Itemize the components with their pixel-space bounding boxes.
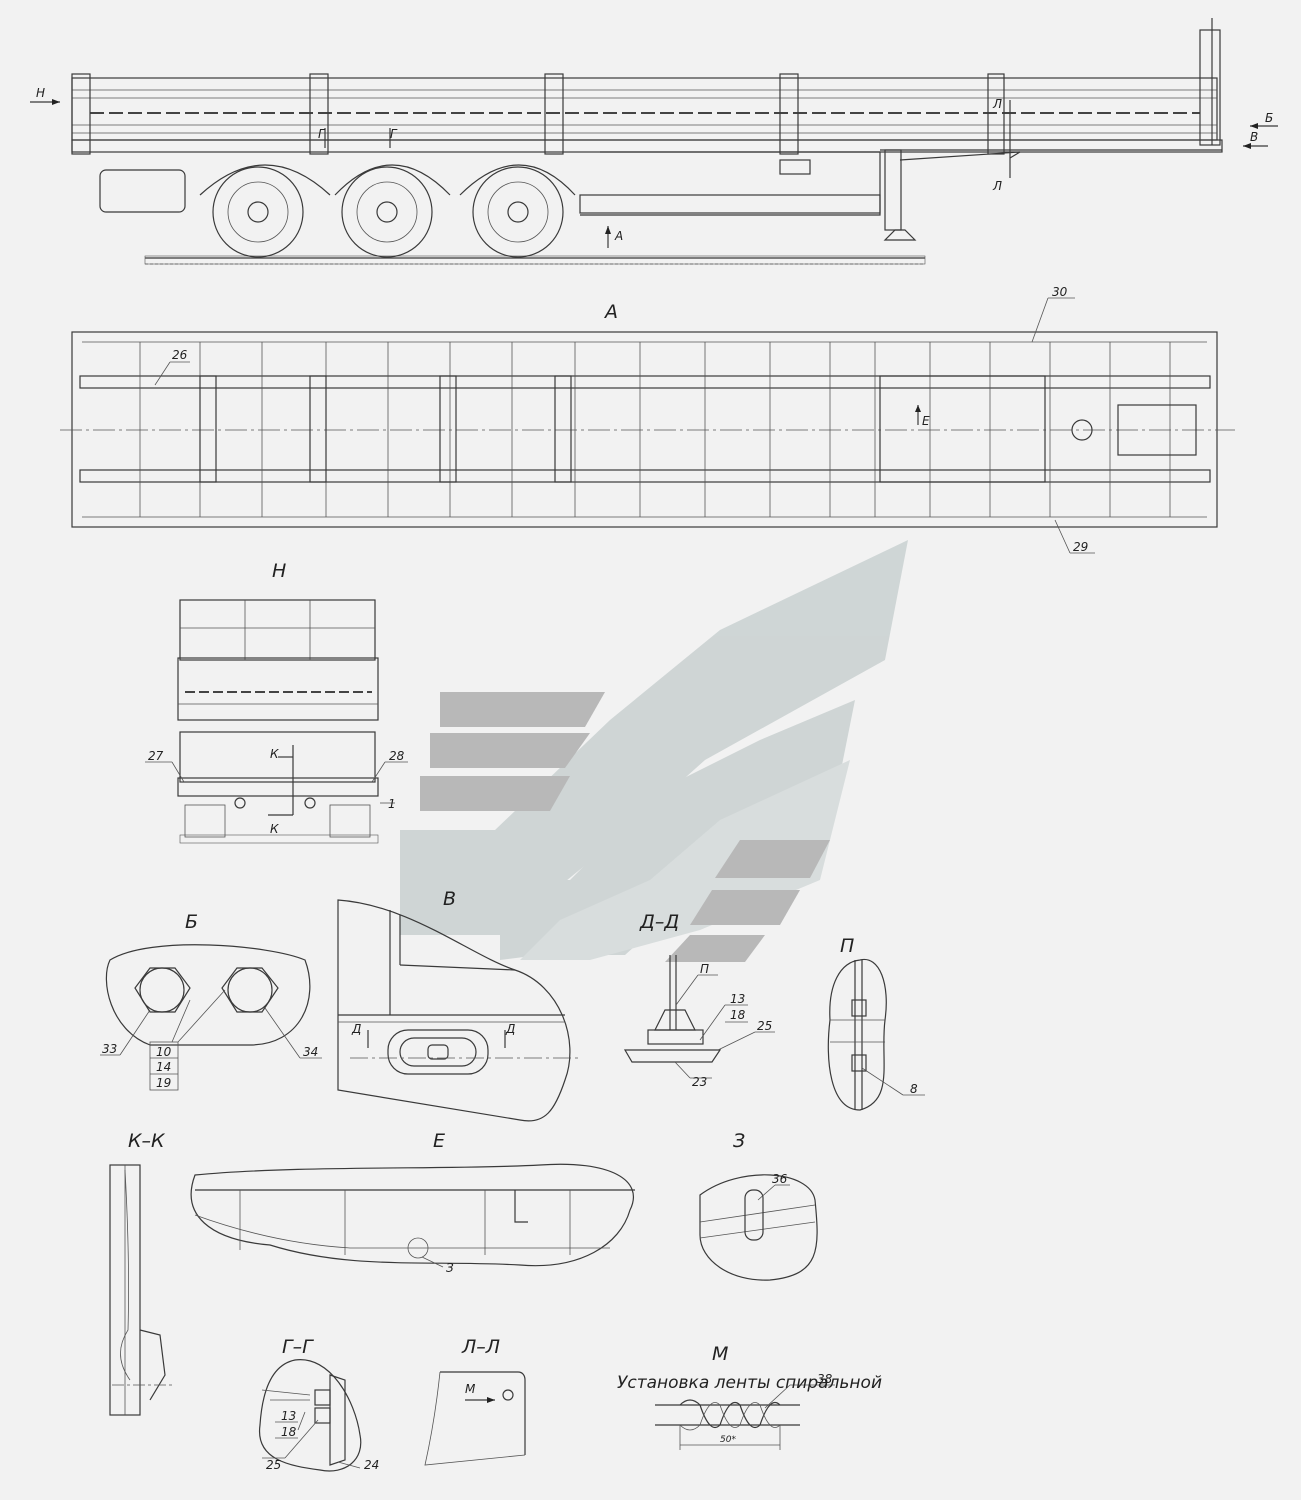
view-title-p: П: [840, 935, 854, 957]
view-z-detail: [699, 1174, 818, 1281]
marker-a: А: [614, 229, 623, 243]
wheel-1: [212, 166, 304, 258]
callout-25b: 25: [266, 1458, 281, 1472]
view-title-ll: Л–Л: [461, 1336, 500, 1358]
callout-18a: 18: [730, 1008, 746, 1022]
view-b-sockets: [100, 944, 322, 1091]
view-ll-section: [424, 1371, 526, 1466]
callout-13b: 13: [281, 1409, 296, 1423]
marker-l-1: Л: [992, 97, 1002, 111]
marker-d-1: Д: [351, 1022, 361, 1036]
view-dd-section: [623, 955, 775, 1079]
view-gg-section: [258, 1359, 362, 1472]
marker-m: М: [465, 1382, 476, 1396]
view-title-a: А: [603, 301, 618, 323]
callout-19: 19: [156, 1076, 171, 1090]
view-kk-section: [109, 1164, 172, 1416]
view-title-e: Е: [433, 1130, 445, 1152]
wheel-2: [341, 166, 433, 258]
callout-28: 28: [389, 749, 405, 763]
view-title-m: М: [712, 1343, 728, 1365]
view-title-kk: К–К: [128, 1130, 166, 1152]
marker-z: З: [446, 1261, 454, 1275]
marker-g-2: Г: [390, 127, 398, 141]
callout-18b: 18: [281, 1425, 297, 1439]
marker-p: П: [700, 962, 709, 976]
view-v-lamp: [337, 899, 580, 1122]
callout-25a: 25: [757, 1019, 772, 1033]
view-a-plan: [60, 297, 1235, 554]
marker-k-2: К: [270, 822, 279, 836]
view-title-gg: Г–Г: [282, 1336, 314, 1358]
side-view: [30, 18, 1278, 265]
marker-h: Н: [36, 86, 45, 100]
view-title-b: Б: [185, 911, 198, 933]
callout-27: 27: [148, 749, 164, 763]
view-m-spiral: [655, 1384, 835, 1450]
marker-k-1: К: [270, 747, 279, 761]
marker-e: Е: [922, 414, 930, 428]
callout-24: 24: [364, 1458, 379, 1472]
marker-g-1: Г: [318, 127, 326, 141]
callout-36: 36: [772, 1172, 788, 1186]
marker-v: В: [1250, 130, 1258, 144]
callout-26: 26: [172, 348, 188, 362]
callout-14: 14: [156, 1060, 171, 1074]
view-title-v: В: [443, 888, 456, 910]
callout-13a: 13: [730, 992, 745, 1006]
watermark-logo: [400, 540, 908, 962]
callout-34: 34: [303, 1045, 318, 1059]
marker-d-2: Д: [505, 1022, 515, 1036]
marker-b: Б: [1265, 111, 1273, 125]
view-h-rear: [145, 599, 408, 844]
marker-l-2: Л: [992, 179, 1002, 193]
spiral-dimension: 50*: [720, 1435, 736, 1445]
callout-38: 38: [817, 1372, 833, 1386]
view-title-n: Н: [272, 560, 286, 582]
callout-30: 30: [1052, 285, 1068, 299]
spiral-tape-title: Установка ленты спиральной: [617, 1373, 882, 1393]
view-e-detail: [190, 1163, 635, 1268]
view-title-z: З: [733, 1130, 745, 1152]
callout-33: 33: [102, 1042, 117, 1056]
callout-29: 29: [1073, 540, 1088, 554]
wheel-3: [472, 166, 564, 258]
callout-10: 10: [156, 1045, 172, 1059]
callout-23: 23: [692, 1075, 707, 1089]
view-title-dd: Д–Д: [639, 911, 679, 933]
callout-8: 8: [910, 1082, 918, 1096]
view-p-detail: [827, 958, 925, 1111]
callout-1: 1: [388, 797, 396, 811]
